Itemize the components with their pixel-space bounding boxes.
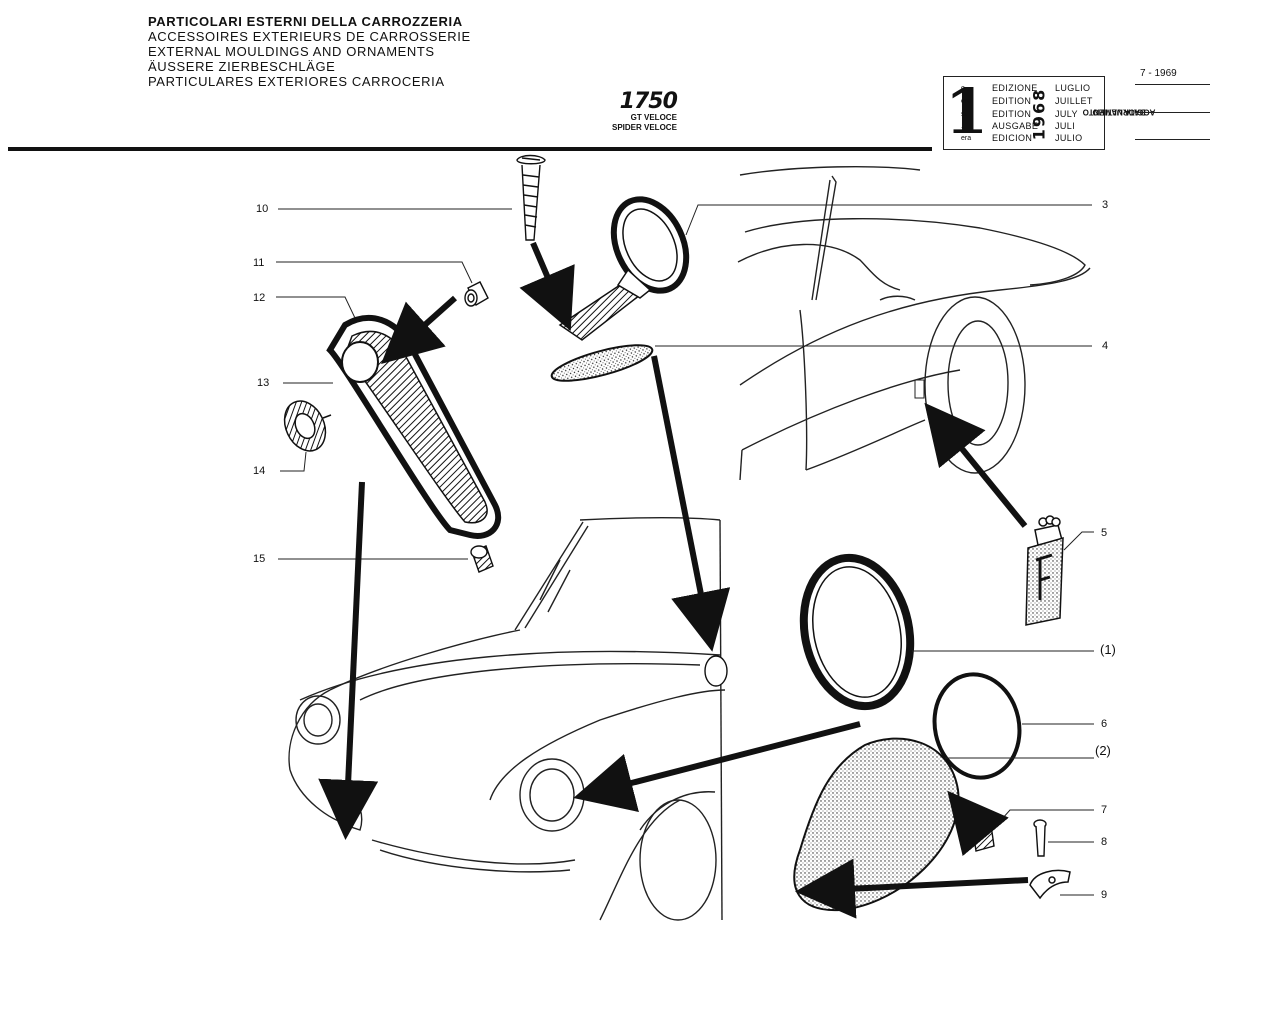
title-italian: PARTICOLARI ESTERNI DELLA CARROZZERIA [148, 14, 463, 29]
edition-word-es: EDICION [992, 133, 1033, 143]
mirror-mount-point [704, 655, 728, 687]
update-rule [1135, 139, 1210, 140]
mirror-part-3 [558, 196, 690, 341]
model-variant-gt: GT VELOCE [630, 113, 677, 122]
edition-suffix: . [961, 123, 963, 130]
badge-part-5 [1025, 515, 1064, 626]
grommet-part-15 [470, 545, 494, 573]
bracket-part-9 [1029, 869, 1071, 900]
assembly-arrows [318, 241, 1029, 919]
spider-car-illustration [737, 166, 1091, 481]
update-date: 7 - 1969 [1140, 68, 1177, 79]
model-variant-spider: SPIDER VELOCE [612, 123, 677, 132]
callout-4: 4 [1102, 340, 1109, 352]
edition-month-es: JULIO [1055, 133, 1083, 143]
emblem-part-14 [283, 400, 332, 452]
edition-suffix: ere [961, 98, 972, 105]
header-rule [8, 147, 932, 151]
front-car-illustration [288, 516, 726, 921]
edition-suffix: era [961, 135, 972, 142]
model-number: 1750 [619, 89, 678, 114]
edition-numeral: 1 [945, 75, 989, 148]
title-french: ACCESSOIRES EXTERIEURS DE CARROSSERIE [148, 29, 471, 44]
callout-7: 7 [1101, 804, 1108, 816]
model-badge: 1750 GT VELOCE SPIDER VELOCE [612, 89, 678, 132]
title-block: PARTICOLARI ESTERNI DELLA CARROZZERIA AC… [148, 14, 471, 89]
callout-15: 15 [253, 553, 266, 565]
edition-month-en: JULY [1055, 109, 1078, 119]
nut-part-11 [464, 281, 489, 307]
edition-word-fr: EDITION [992, 96, 1032, 106]
edition-suffix: st [961, 111, 967, 118]
edition-word-de: AUSGABE [992, 121, 1039, 131]
callout-8: 8 [1101, 836, 1108, 848]
title-english: EXTERNAL MOULDINGS AND ORNAMENTS [148, 44, 435, 59]
callout-12: 12 [253, 292, 266, 304]
screw-part-8 [1033, 819, 1047, 857]
edition-suffix: o [961, 85, 965, 92]
leader-lines [276, 204, 1094, 896]
callout-14: 14 [253, 465, 266, 477]
screw-part-10 [516, 154, 546, 241]
snap-ring-part-6 [932, 672, 1022, 780]
edition-month-de: JULI [1055, 121, 1076, 131]
callout-9: 9 [1101, 889, 1108, 901]
callout-6: 6 [1101, 718, 1108, 730]
edition-word-it: EDIZIONE [992, 83, 1038, 93]
callout-5: 5 [1101, 527, 1108, 539]
callout-1: (1) [1100, 642, 1116, 657]
title-spanish: PARTICULARES EXTERIORES CARROCERIA [148, 74, 445, 89]
chrome-ring-part-1 [799, 553, 915, 711]
gasket-part-4 [550, 344, 654, 382]
callout-10: 10 [256, 203, 269, 215]
update-rule [1135, 84, 1210, 85]
callout-11: 11 [253, 257, 265, 269]
edition-box: 1 o ere st . era EDIZIONE EDITION EDITIO… [943, 76, 1105, 150]
edition-month-it: LUGLIO [1055, 83, 1091, 93]
update-rule [1135, 112, 1210, 113]
callout-13: 13 [257, 377, 270, 389]
clip-part-7 [971, 817, 995, 852]
vent-grille-part-13 [326, 314, 502, 539]
edition-month-fr: JUILLET [1055, 96, 1093, 106]
edition-word-en: EDITION [992, 109, 1032, 119]
callout-3: 3 [1102, 199, 1109, 211]
callout-2: (2) [1095, 743, 1111, 758]
title-german: ÄUSSERE ZIERBESCHLÄGE [148, 59, 336, 74]
